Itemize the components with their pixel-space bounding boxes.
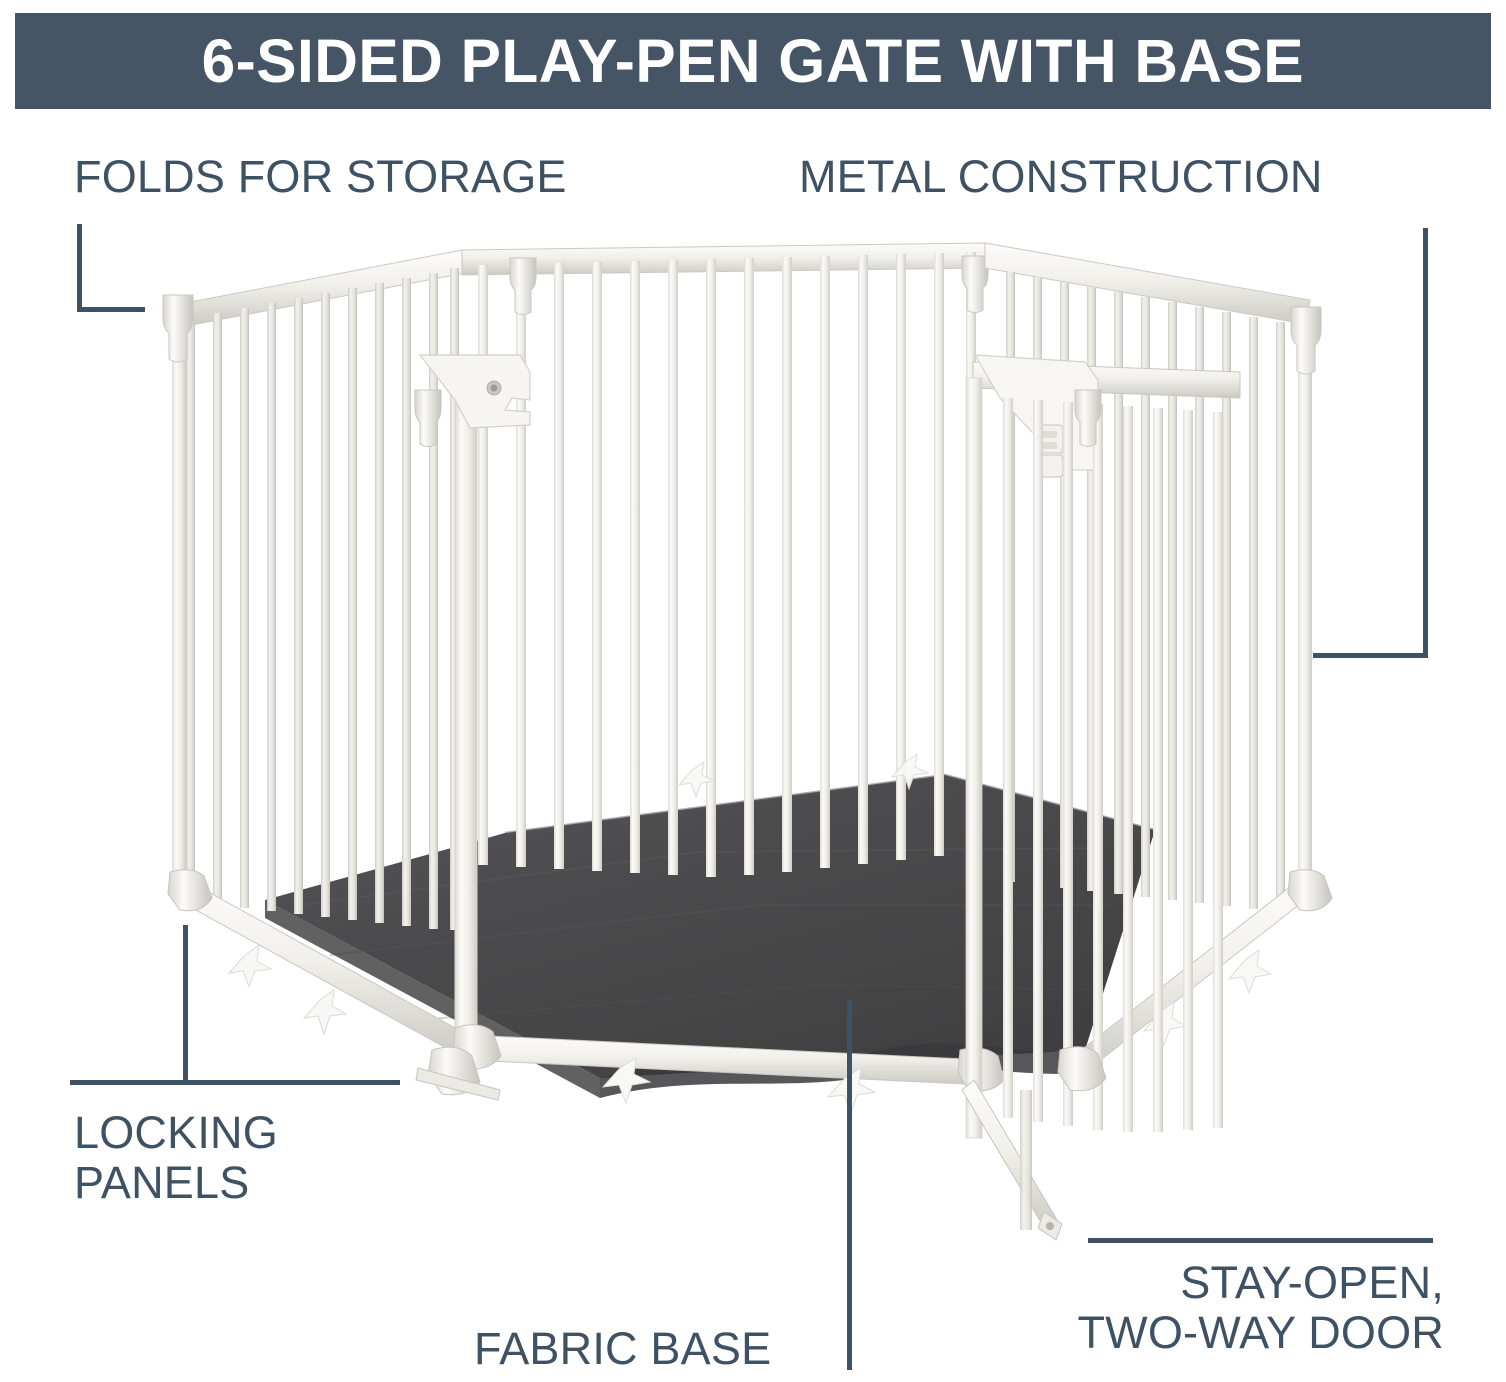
- header-bar: 6-SIDED PLAY-PEN GATE WITH BASE: [15, 13, 1491, 109]
- fabric-ties-left: [227, 943, 348, 1036]
- panel-stay-open-door: [961, 354, 1241, 1241]
- leader-line-folds-horizontal: [77, 307, 145, 312]
- panel-back-left: [162, 249, 471, 1061]
- leader-line-fabric-vertical: [847, 1000, 852, 1370]
- leader-line-folds-vertical: [77, 224, 82, 312]
- fabric-ties-right: [1142, 948, 1273, 1047]
- callout-locking-panels: LOCKING PANELS: [74, 1107, 278, 1209]
- leader-line-metal-vertical: [1423, 228, 1428, 658]
- callout-fabric-base: FABRIC BASE: [474, 1323, 772, 1374]
- panel-back-right: [984, 242, 1333, 1082]
- leader-line-locking-horizontal: [70, 1080, 400, 1085]
- page-title: 6-SIDED PLAY-PEN GATE WITH BASE: [201, 26, 1305, 95]
- front-corner-foot: [415, 1046, 501, 1101]
- panel-back-center: [414, 242, 1005, 1115]
- locking-bracket-left: [418, 354, 531, 429]
- fabric-base-floor: [265, 773, 1156, 1098]
- fabric-ties-center: [601, 752, 930, 1115]
- leader-line-metal-horizontal: [1313, 653, 1428, 658]
- callout-metal-construction: METAL CONSTRUCTION: [799, 151, 1323, 202]
- leader-line-locking-vertical: [183, 925, 188, 1083]
- door-hinge-bracket: [973, 354, 1099, 478]
- callout-stay-open-two-way-door: STAY-OPEN, TWO-WAY DOOR: [1077, 1257, 1444, 1359]
- callout-folds-for-storage: FOLDS FOR STORAGE: [74, 151, 567, 202]
- leader-line-stay-open-horizontal: [1088, 1238, 1433, 1243]
